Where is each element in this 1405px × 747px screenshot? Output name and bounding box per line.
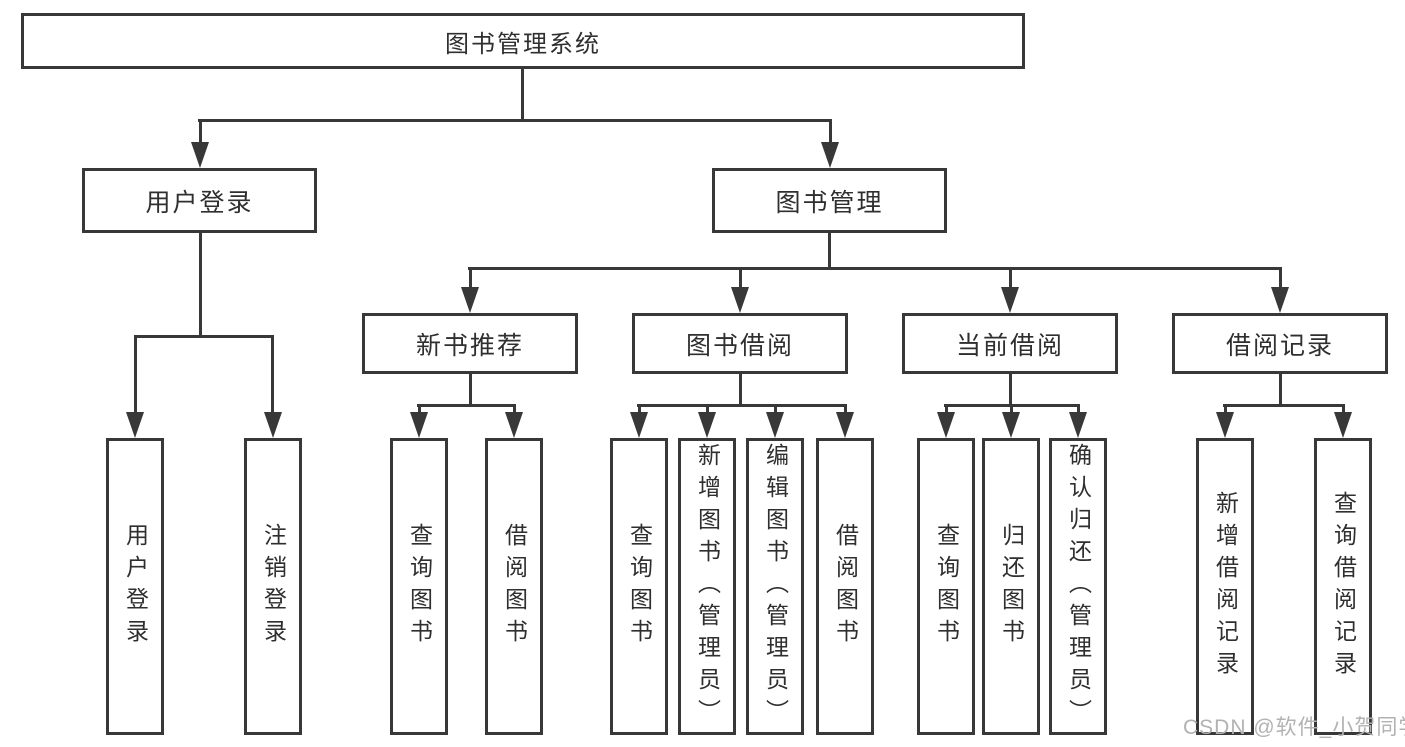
connector-arm bbox=[638, 404, 641, 414]
arrowhead-icon bbox=[821, 142, 839, 168]
connector-branch bbox=[468, 267, 1282, 270]
arrowhead-icon bbox=[126, 412, 144, 438]
connector-arm bbox=[739, 267, 742, 289]
arrowhead-icon bbox=[410, 412, 428, 438]
connector-branch bbox=[1223, 404, 1345, 407]
leaf-label: 查询图书 bbox=[406, 522, 433, 651]
connector-arm bbox=[844, 404, 847, 414]
node-new-book-recommend: 新书推荐 bbox=[362, 313, 578, 374]
leaf-confirm-return-admin: 确认归还（管理员） bbox=[1049, 438, 1107, 735]
leaf-borrow-books-1: 借阅图书 bbox=[485, 438, 543, 735]
connector-stem bbox=[1009, 374, 1012, 406]
leaf-borrow-books-2: 借阅图书 bbox=[816, 438, 874, 735]
leaf-label: 归还图书 bbox=[998, 522, 1025, 651]
leaf-query-books-2: 查询图书 bbox=[610, 438, 668, 735]
node-borrow-records: 借阅记录 bbox=[1172, 313, 1388, 374]
leaf-add-borrow-record: 新增借阅记录 bbox=[1196, 438, 1254, 735]
connector-arm bbox=[1279, 267, 1282, 289]
leaf-user-login: 用户登录 bbox=[106, 438, 164, 735]
arrowhead-icon bbox=[1001, 287, 1019, 313]
leaf-label: 借阅图书 bbox=[832, 522, 859, 651]
leaf-query-books-3: 查询图书 bbox=[917, 438, 975, 735]
leaf-label: 新增图书（管理员） bbox=[694, 442, 721, 731]
arrowhead-icon bbox=[836, 412, 854, 438]
arrowhead-icon bbox=[731, 287, 749, 313]
node-current-borrow: 当前借阅 bbox=[902, 313, 1118, 374]
connector-arm bbox=[1009, 267, 1012, 289]
leaf-return-book: 归还图书 bbox=[982, 438, 1040, 735]
leaf-query-borrow-record: 查询借阅记录 bbox=[1314, 438, 1372, 735]
connector-arm bbox=[829, 119, 832, 146]
arrowhead-icon bbox=[630, 412, 648, 438]
connector-root-branch bbox=[198, 119, 832, 122]
leaf-label: 查询图书 bbox=[626, 522, 653, 651]
leaf-logout: 注销登录 bbox=[244, 438, 302, 735]
arrowhead-icon bbox=[1069, 412, 1087, 438]
csdn-watermark: CSDN @软件_小贺同学 bbox=[1183, 716, 1405, 739]
connector-arm bbox=[774, 404, 777, 414]
arrowhead-icon bbox=[766, 412, 784, 438]
connector-arm bbox=[513, 404, 516, 414]
leaf-label: 用户登录 bbox=[122, 522, 149, 651]
leaf-label: 确认归还（管理员） bbox=[1065, 442, 1092, 731]
connector-stem bbox=[828, 233, 831, 270]
connector-branch bbox=[134, 335, 274, 338]
connector-arm bbox=[706, 404, 709, 414]
node-user-login: 用户登录 bbox=[82, 168, 317, 233]
leaf-label: 查询图书 bbox=[933, 522, 960, 651]
node-book-management: 图书管理 bbox=[712, 168, 947, 233]
arrowhead-icon bbox=[1216, 412, 1234, 438]
connector-stem bbox=[1279, 374, 1282, 406]
leaf-query-books-1: 查询图书 bbox=[390, 438, 448, 735]
arrowhead-icon bbox=[191, 142, 209, 168]
arrowhead-icon bbox=[1334, 412, 1352, 438]
arrowhead-icon bbox=[1271, 287, 1289, 313]
connector-root-stem bbox=[521, 69, 524, 121]
connector-stem bbox=[739, 374, 742, 406]
leaf-label: 新增借阅记录 bbox=[1212, 490, 1239, 683]
connector-arm bbox=[1010, 404, 1013, 414]
leaf-label: 注销登录 bbox=[260, 522, 287, 651]
arrowhead-icon bbox=[461, 287, 479, 313]
connector-arm bbox=[1342, 404, 1345, 414]
node-root: 图书管理系统 bbox=[21, 13, 1025, 69]
leaf-add-book-admin: 新增图书（管理员） bbox=[678, 438, 736, 735]
arrowhead-icon bbox=[698, 412, 716, 438]
connector-stem bbox=[469, 374, 472, 406]
connector-arm bbox=[945, 404, 948, 414]
leaf-label: 编辑图书（管理员） bbox=[762, 442, 789, 731]
arrowhead-icon bbox=[1002, 412, 1020, 438]
connector-stem bbox=[199, 233, 202, 337]
connector-branch bbox=[417, 404, 516, 407]
connector-branch bbox=[637, 404, 847, 407]
connector-arm bbox=[418, 404, 421, 414]
leaf-label: 借阅图书 bbox=[501, 522, 528, 651]
connector-arm bbox=[199, 119, 202, 146]
arrowhead-icon bbox=[264, 412, 282, 438]
arrowhead-icon bbox=[937, 412, 955, 438]
leaf-label: 查询借阅记录 bbox=[1330, 490, 1357, 683]
connector-arm bbox=[134, 335, 137, 413]
connector-arm bbox=[1224, 404, 1227, 414]
leaf-edit-book-admin: 编辑图书（管理员） bbox=[746, 438, 804, 735]
connector-arm bbox=[271, 335, 274, 413]
connector-arm bbox=[1077, 404, 1080, 414]
arrowhead-icon bbox=[505, 412, 523, 438]
connector-arm bbox=[469, 267, 472, 289]
node-book-borrow: 图书借阅 bbox=[632, 313, 848, 374]
